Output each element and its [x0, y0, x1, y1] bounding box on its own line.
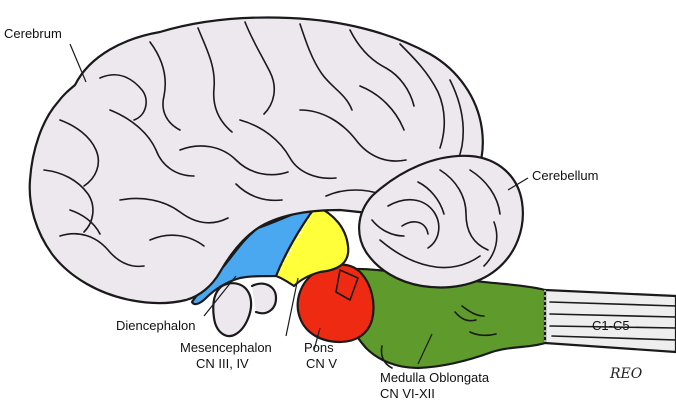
artist-signature: REO [609, 366, 643, 382]
diencephalon-label: Diencephalon [116, 318, 196, 333]
pons-label: Pons [304, 340, 334, 355]
mesencephalon-nerves-label: CN III, IV [196, 356, 249, 371]
medulla-nerves-label: CN VI-XII [380, 386, 435, 401]
mesencephalon-leader [286, 278, 298, 336]
spinal-cord-label: C1-C5 [592, 318, 630, 333]
cerebrum-label: Cerebrum [4, 26, 62, 41]
medulla-label: Medulla Oblongata [380, 370, 490, 385]
pons-nerves-label: CN V [306, 356, 337, 371]
pituitary-gland [213, 283, 276, 336]
cerebrum-leader [70, 44, 86, 82]
mesencephalon-label: Mesencephalon [180, 340, 272, 355]
cerebellum-label: Cerebellum [532, 168, 598, 183]
